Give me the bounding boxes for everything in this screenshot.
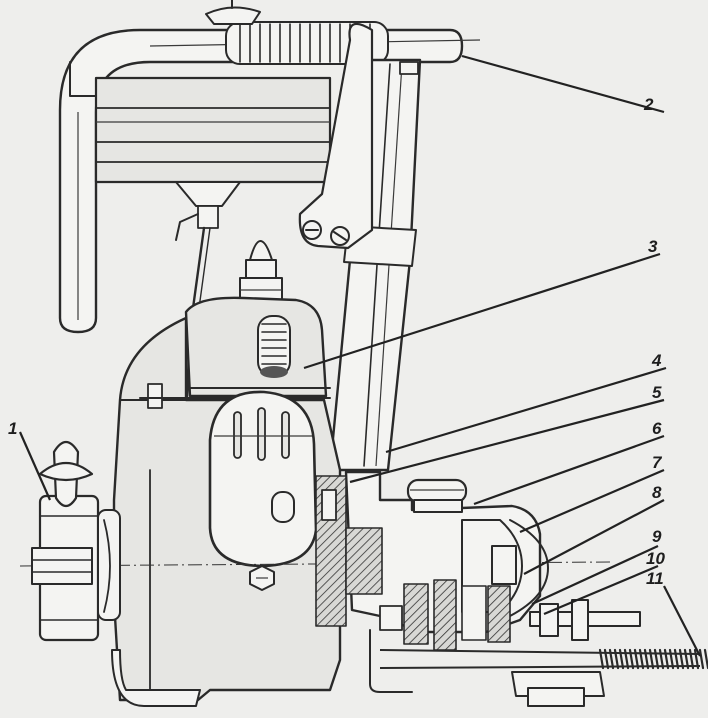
callout-leaders <box>18 54 701 657</box>
leader-8 <box>523 499 665 575</box>
spark-plug <box>239 240 283 303</box>
callout-9: 9 <box>652 527 662 546</box>
callout-2: 2 <box>643 95 654 114</box>
leader-2 <box>461 54 665 114</box>
leader-6 <box>473 434 665 506</box>
callout-labels: 1 2 3 4 5 6 7 8 9 10 11 <box>8 95 665 588</box>
cylinder-head <box>184 296 331 399</box>
cylinder-fins <box>257 315 291 378</box>
starter-pulley <box>31 494 121 642</box>
upper-frame <box>69 61 332 184</box>
leader-4 <box>385 366 667 454</box>
leader-1 <box>18 431 52 501</box>
callout-1: 1 <box>8 419 17 438</box>
drain-nut <box>249 565 275 591</box>
leader-11 <box>663 585 701 657</box>
magneto-cover <box>208 390 318 568</box>
gear-shafts <box>369 579 511 693</box>
fuel-tap <box>175 181 241 241</box>
callout-7: 7 <box>652 453 663 472</box>
callout-3: 3 <box>648 237 658 256</box>
filler-cap <box>406 478 468 513</box>
callout-6: 6 <box>652 419 662 438</box>
starter-handle <box>38 440 94 508</box>
callout-5: 5 <box>652 383 662 402</box>
throttle-knob <box>205 0 261 25</box>
callout-10: 10 <box>646 549 665 568</box>
leader-3 <box>303 252 661 370</box>
callout-11: 11 <box>646 569 664 588</box>
callout-4: 4 <box>651 351 662 370</box>
fork-bracket <box>298 22 374 250</box>
drive-chain <box>379 648 708 670</box>
leader-7 <box>519 468 665 534</box>
leader-9 <box>531 545 659 605</box>
leader-5 <box>349 398 665 484</box>
leader-10 <box>543 564 659 616</box>
cover-slots <box>233 407 290 461</box>
callout-8: 8 <box>652 483 662 502</box>
